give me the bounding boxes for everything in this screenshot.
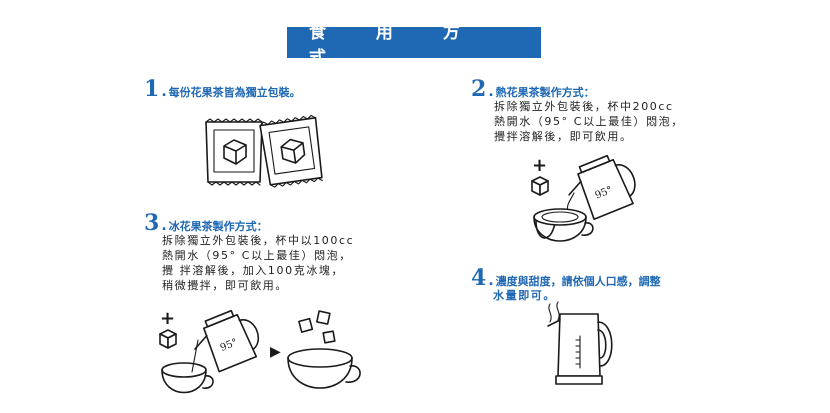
step-body: 拆除獨立外包裝後，杯中以100cc 熱開水（95° C以上最佳）悶泡， 攪 拌溶… [162,234,355,292]
step-1: 1 . 每份花果茶皆為獨立包裝。 [144,76,301,102]
step-dot: . [161,84,167,100]
tea-packets-illustration [205,114,323,188]
tea-cube-icon [531,176,549,196]
step-body: 水量即可。 [493,289,556,302]
iced-tea-illustration: + 95° ▶ [159,308,361,394]
step-dot: . [161,218,167,234]
tea-packet-icon [205,118,263,186]
step-4: 4 . 濃度與甜度，請依個人口感，調整 水量即可。 [471,265,661,303]
ice-cube-icon [298,310,336,344]
plus-icon: + [160,308,175,329]
step-number: 4 [471,265,487,291]
step-title: 熱花果茶製作方式： [495,86,595,99]
step-title: 冰花果茶製作方式： [168,220,268,233]
step-title: 每份花果茶皆為獨立包裝。 [168,86,301,99]
kettle-icon: 95° [568,154,636,221]
step-body: 拆除獨立外包裝後，杯中200cc 熱開水（95° C以上最佳）悶泡， 攪拌溶解後… [494,100,684,143]
page-title: 食 用 方 式 [287,23,541,68]
step-dot: . [488,84,494,100]
hot-tea-illustration: + 95° [531,154,636,242]
electric-kettle-illustration [547,301,613,385]
tea-cube-icon [159,329,177,349]
step-dot: . [488,273,494,289]
step-number: 2 [471,76,487,102]
step-3: 3 . 冰花果茶製作方式： 拆除獨立外包裝後，杯中以100cc 熱開水（95° … [144,210,354,293]
step-number: 1 [144,76,160,102]
step-title: 濃度與甜度，請依個人口感，調整 [495,275,661,288]
tea-cup-icon [161,339,214,394]
steam-icon [548,303,552,323]
kettle-icon [547,313,613,385]
plus-icon: + [532,155,547,176]
steam-icon [556,301,560,321]
step-2: 2 . 熱花果茶製作方式： 拆除獨立外包裝後，杯中200cc 熱開水（95° C… [471,76,684,144]
arrow-right-icon: ▶ [270,344,281,360]
step-number: 3 [144,210,160,236]
tea-bowl-icon [287,348,361,389]
tea-packet-icon [259,114,323,188]
tea-cup-icon [533,208,594,242]
